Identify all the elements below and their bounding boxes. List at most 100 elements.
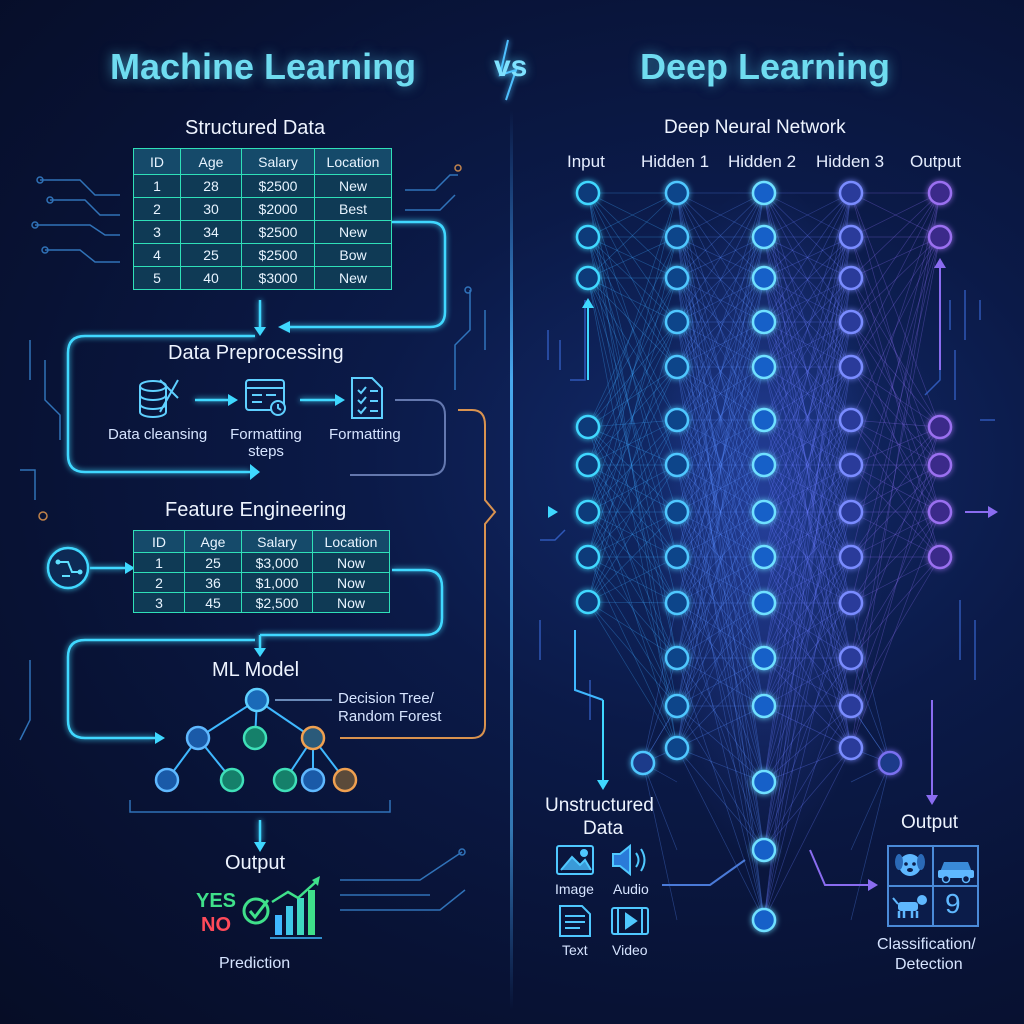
ml-title: Machine Learning <box>110 46 417 87</box>
network-edge <box>587 236 678 513</box>
network-edge <box>763 366 852 558</box>
network-edge <box>676 277 765 558</box>
network-edge <box>763 747 852 921</box>
network-node <box>751 590 777 616</box>
table-cell: Now <box>312 572 390 593</box>
vs-label: vs <box>494 50 528 83</box>
network-edge <box>676 602 765 707</box>
video-icon <box>611 907 649 935</box>
table-row: 4 25 $2500 Bow <box>133 243 392 267</box>
network-edge <box>676 321 765 707</box>
network-edge <box>763 602 852 707</box>
network-edge <box>587 511 678 604</box>
network-edge <box>587 192 678 238</box>
network-edge <box>587 236 678 513</box>
network-edge <box>763 419 852 707</box>
network-edge <box>763 192 852 558</box>
network-edge <box>642 602 678 764</box>
step-formatting: Formatting <box>329 426 401 443</box>
network-edge <box>676 511 765 707</box>
network-edge <box>587 236 678 428</box>
network-edge <box>676 657 765 783</box>
car-icon <box>938 862 974 884</box>
network-edge <box>676 236 765 323</box>
network-edge <box>676 192 765 466</box>
network-edge <box>850 426 941 749</box>
table-cell: 2 <box>133 197 181 221</box>
network-edge <box>763 236 852 604</box>
network-node <box>751 452 777 478</box>
network-edge <box>676 366 765 558</box>
table-row: 2 36 $1,000 Now <box>133 572 390 593</box>
network-edge <box>763 464 852 558</box>
network-node <box>664 590 690 616</box>
network-edge <box>676 192 765 921</box>
network-edge <box>763 511 852 707</box>
network-edge <box>587 556 678 707</box>
network-edge <box>587 236 678 279</box>
network-node <box>751 265 777 291</box>
classification-label-line-2: Detection <box>895 956 963 973</box>
network-title: Deep Neural Network <box>664 117 846 138</box>
network-edge <box>763 277 852 368</box>
network-edge <box>587 419 678 428</box>
network-edge <box>587 236 678 603</box>
table-cell: 25 <box>184 552 242 573</box>
network-edge <box>763 236 852 279</box>
network-edge <box>763 192 852 749</box>
network-node <box>838 693 864 719</box>
network-edge <box>676 192 765 659</box>
network-edge <box>763 657 852 921</box>
network-edge <box>587 277 678 558</box>
network-edge <box>850 426 941 659</box>
network-edge <box>676 277 765 783</box>
network-edge <box>763 366 852 421</box>
network-edge <box>763 419 852 466</box>
network-edge <box>850 657 891 764</box>
network-edge <box>763 464 852 659</box>
layer-label-input: Input <box>567 152 605 171</box>
network-node <box>575 265 601 291</box>
network-edge <box>676 419 765 707</box>
network-edge <box>763 556 852 707</box>
network-edge <box>763 366 852 513</box>
network-edge <box>676 236 765 279</box>
network-edge <box>676 556 765 604</box>
network-edge <box>763 277 852 558</box>
network-edge <box>763 366 852 421</box>
network-edge <box>676 277 765 466</box>
layer-label-hidden-2: Hidden 2 <box>728 152 797 171</box>
network-edge <box>763 464 852 604</box>
network-node <box>575 589 601 615</box>
network-edge <box>587 601 678 707</box>
network-edge <box>763 321 852 421</box>
network-edge <box>676 464 765 749</box>
network-edge <box>763 556 852 921</box>
network-edge <box>587 426 678 558</box>
network-edge <box>676 419 765 513</box>
network-node <box>751 309 777 335</box>
network-edge <box>676 192 765 238</box>
network-edge <box>763 556 852 783</box>
table-cell: 28 <box>180 174 242 198</box>
network-edge <box>587 236 678 707</box>
network-edge <box>587 464 678 513</box>
network-edge <box>763 277 852 659</box>
model-label-line-1: Decision Tree/ <box>338 690 434 707</box>
network-edge <box>676 277 765 368</box>
network-edge <box>763 192 852 323</box>
network-edge <box>587 419 678 603</box>
network-edge <box>676 321 765 368</box>
network-edge <box>763 366 852 558</box>
network-node <box>664 499 690 525</box>
network-edge <box>676 321 765 421</box>
network-node <box>838 499 864 525</box>
network-edge <box>676 277 765 323</box>
ml-flow-arrowheads <box>125 321 345 852</box>
network-edge <box>850 236 941 707</box>
network-edge <box>763 464 852 659</box>
feature-table: ID Age Salary Location 1 25 $3,000 Now 2… <box>133 530 390 613</box>
network-node <box>751 645 777 671</box>
network-edge <box>587 236 678 279</box>
network-edge <box>850 464 941 558</box>
